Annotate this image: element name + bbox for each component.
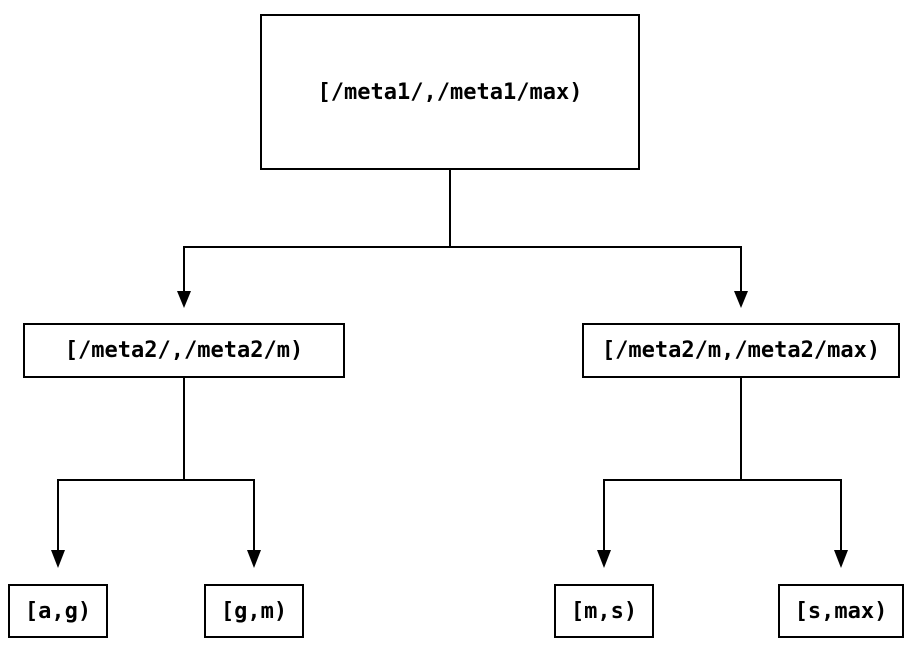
arrow-down-icon <box>597 550 611 568</box>
node-root-meta1-range: [/meta1/,/meta1/max) <box>260 14 640 170</box>
node-leaf-m-s: [m,s) <box>554 584 654 638</box>
node-label: [s,max) <box>794 598 888 624</box>
arrow-down-icon <box>51 550 65 568</box>
node-leaf-s-max: [s,max) <box>778 584 904 638</box>
arrow-down-icon <box>734 291 748 308</box>
node-leaf-a-g: [a,g) <box>8 584 108 638</box>
node-label: [/meta1/,/meta1/max) <box>317 79 583 105</box>
node-label: [g,m) <box>220 598 288 624</box>
node-leaf-g-m: [g,m) <box>204 584 304 638</box>
node-label: [m,s) <box>570 598 638 624</box>
node-label: [a,g) <box>24 598 92 624</box>
arrow-down-icon <box>177 291 191 308</box>
arrow-down-icon <box>247 550 261 568</box>
node-meta2-upper-range: [/meta2/m,/meta2/max) <box>582 323 900 378</box>
node-label: [/meta2/m,/meta2/max) <box>601 338 881 363</box>
node-label: [/meta2/,/meta2/m) <box>64 338 304 363</box>
arrow-down-icon <box>834 550 848 568</box>
node-meta2-lower-range: [/meta2/,/meta2/m) <box>23 323 345 378</box>
